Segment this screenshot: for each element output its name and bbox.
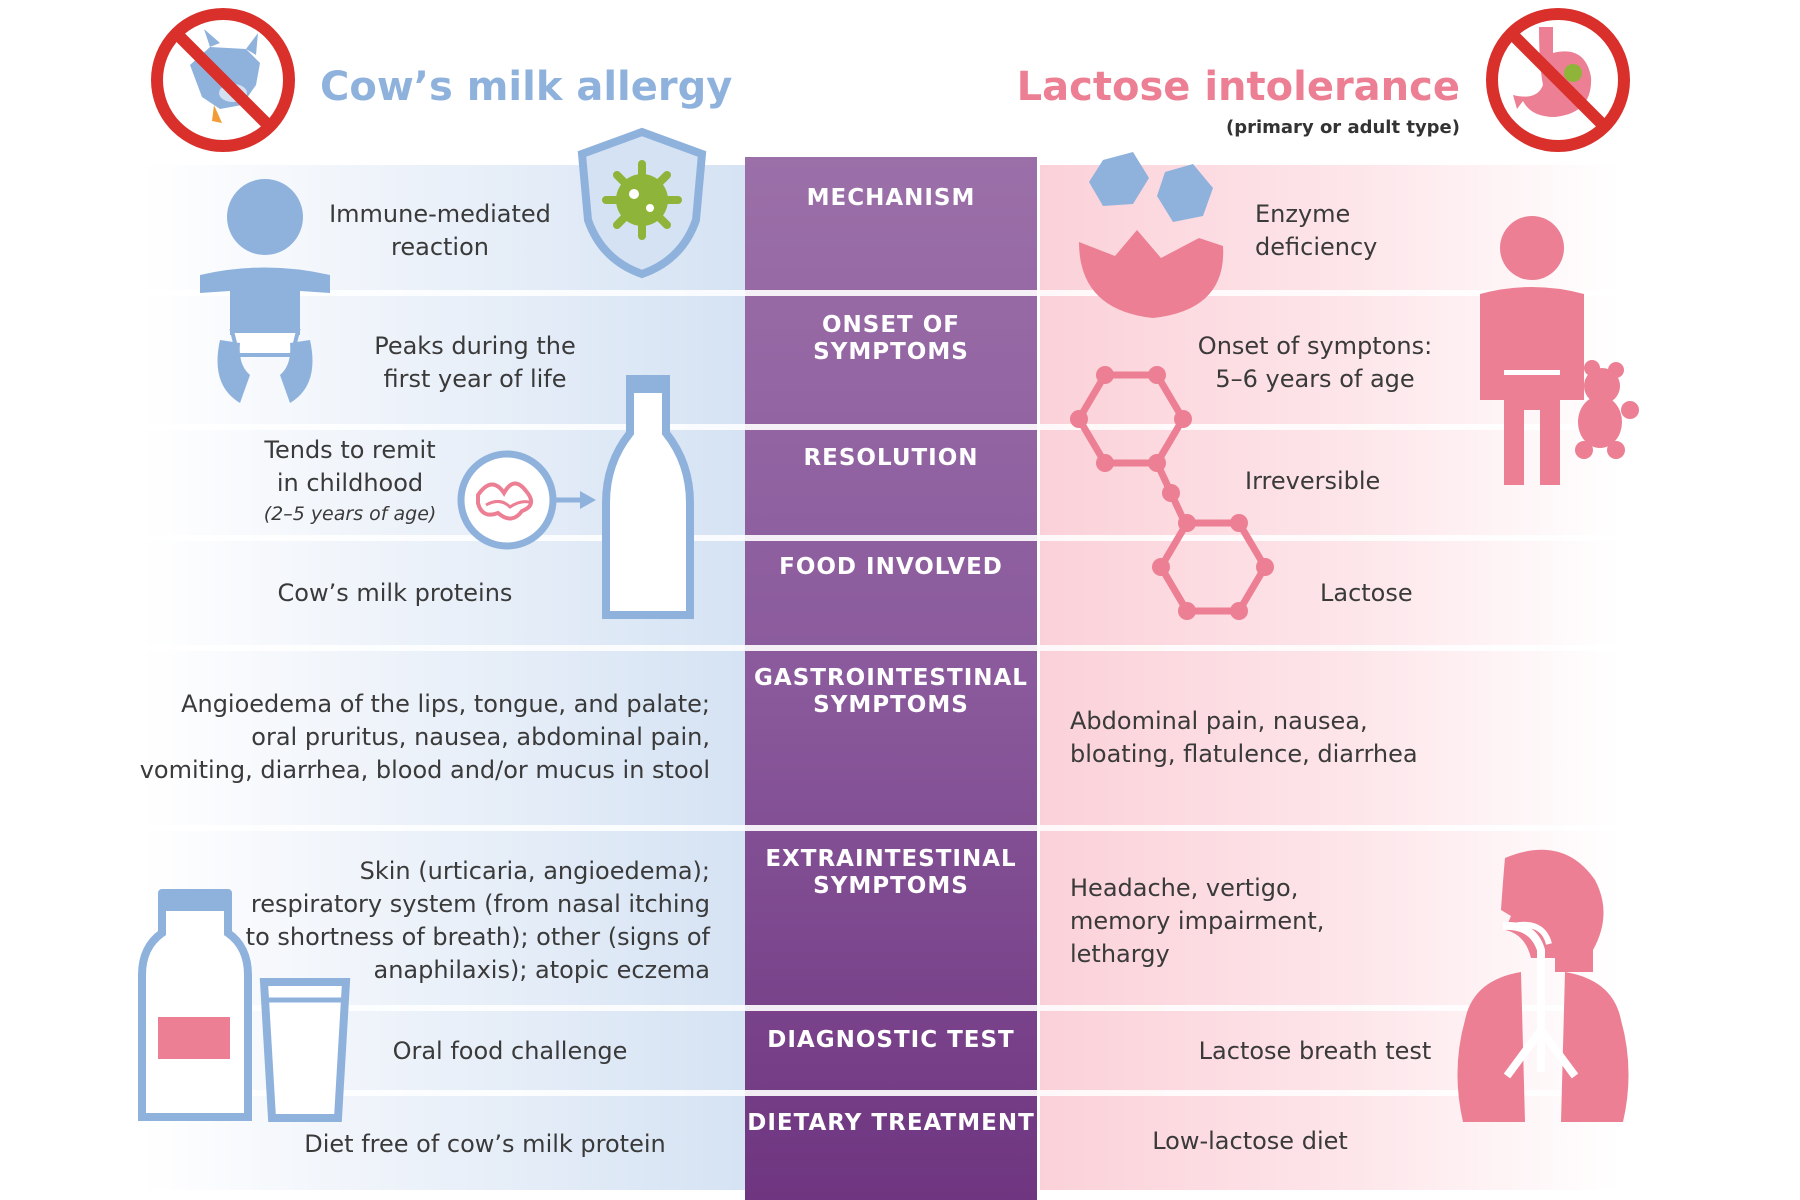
lactose-molecule-icon (1070, 366, 1274, 620)
head-lungs-icon (1457, 849, 1629, 1122)
no-stomach-icon (1486, 8, 1630, 152)
center-divider (745, 1005, 1037, 1011)
left-onset-text: Peaks during the first year of life (374, 332, 576, 393)
left-mechanism-text: Immune-mediated reaction (329, 200, 551, 261)
left-resolution-text: Tends to remit in childhood (264, 436, 436, 497)
enzyme-icon (1079, 152, 1224, 318)
left-title: Cow’s milk allergy (320, 64, 733, 110)
left-extra-text: Skin (urticaria, angioedema); respirator… (245, 857, 710, 984)
center-divider (745, 424, 1037, 430)
left-diag-text: Oral food challenge (392, 1037, 628, 1065)
right-subtitle: (primary or adult type) (1226, 117, 1460, 138)
left-food-text: Cow’s milk proteins (277, 579, 513, 607)
milk-bottle-icon (602, 375, 694, 619)
no-cow-icon (151, 8, 295, 152)
center-divider (745, 825, 1037, 831)
milk-jug-icon (138, 889, 252, 1121)
center-divider (745, 535, 1037, 541)
label-food-involved: FOOD INVOLVED (779, 554, 1003, 580)
label-resolution: RESOLUTION (803, 445, 979, 471)
center-divider (745, 645, 1037, 651)
left-resolution-note: (2–5 years of age) (263, 503, 437, 525)
right-diet-text: Low-lactose diet (1152, 1127, 1348, 1155)
left-diet-text: Diet free of cow’s milk protein (304, 1130, 666, 1158)
right-mechanism-text: Enzyme deficiency (1255, 200, 1378, 261)
right-resolution-text: Irreversible (1245, 467, 1381, 495)
label-diagnostic-test: DIAGNOSTIC TEST (767, 1027, 1015, 1053)
baby-icon (200, 179, 330, 403)
right-extra-text: Headache, vertigo, memory impairment, le… (1070, 874, 1325, 968)
center-divider (745, 1090, 1037, 1096)
child-teddy-icon (1480, 216, 1639, 485)
center-category-column (745, 157, 1037, 1200)
protein-icon (457, 450, 596, 550)
right-diag-text: Lactose breath test (1198, 1037, 1432, 1065)
label-onset: ONSET OF SYMPTOMS (813, 312, 969, 365)
right-gi-text: Abdominal pain, nausea, bloating, flatul… (1070, 707, 1418, 768)
glass-icon (259, 978, 351, 1122)
label-dietary-treatment: DIETARY TREATMENT (747, 1110, 1035, 1136)
right-food-text: Lactose (1320, 579, 1413, 607)
shield-virus-icon (577, 127, 707, 279)
label-gastrointestinal: GASTROINTESTINAL SYMPTOMS (754, 665, 1028, 718)
right-title: Lactose intolerance (1016, 64, 1460, 110)
right-onset-text: Onset of symptons: 5–6 years of age (1197, 332, 1433, 393)
center-divider (745, 290, 1037, 296)
label-mechanism: MECHANISM (806, 185, 976, 211)
label-extraintestinal: EXTRAINTESTINAL SYMPTOMS (765, 846, 1017, 899)
left-gi-text: Angioedema of the lips, tongue, and pala… (139, 690, 710, 784)
